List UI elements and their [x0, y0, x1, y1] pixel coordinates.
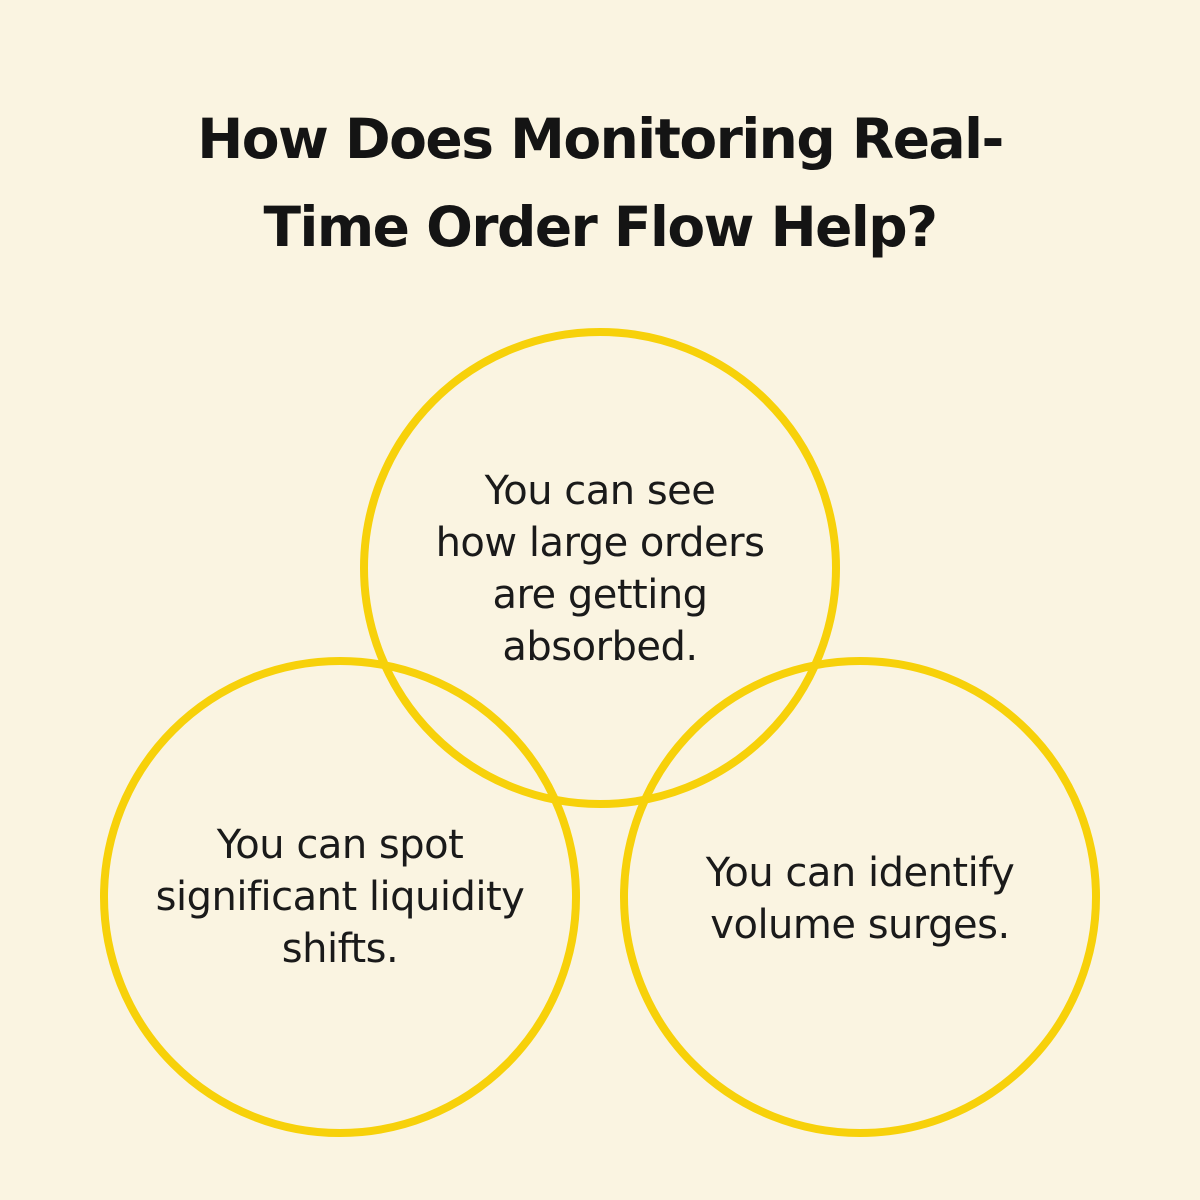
circle-right-text: You can identify volume surges.	[640, 847, 1080, 951]
circle-right-line-2: volume surges.	[710, 902, 1010, 948]
circle-left-line-3: shifts.	[281, 926, 399, 972]
circle-left-line-1: You can spot	[216, 822, 464, 868]
circle-left-line-2: significant liquidity	[155, 874, 525, 920]
page-title: How Does Monitoring Real- Time Order Flo…	[100, 95, 1100, 271]
circle-left-text: You can spot significant liquidity shift…	[110, 819, 570, 975]
circle-top-text: You can see how large orders are getting…	[380, 465, 820, 673]
circle-left	[100, 657, 580, 1137]
circle-top-line-2: how large orders	[435, 520, 765, 566]
circle-right	[620, 657, 1100, 1137]
circle-top	[360, 328, 840, 808]
title-line-1: How Does Monitoring Real-	[197, 107, 1004, 171]
circle-right-line-1: You can identify	[705, 850, 1015, 896]
circle-top-line-3: are getting	[492, 572, 708, 618]
circle-top-line-4: absorbed.	[502, 624, 698, 670]
title-line-2: Time Order Flow Help?	[263, 195, 938, 259]
circle-top-line-1: You can see	[484, 468, 716, 514]
